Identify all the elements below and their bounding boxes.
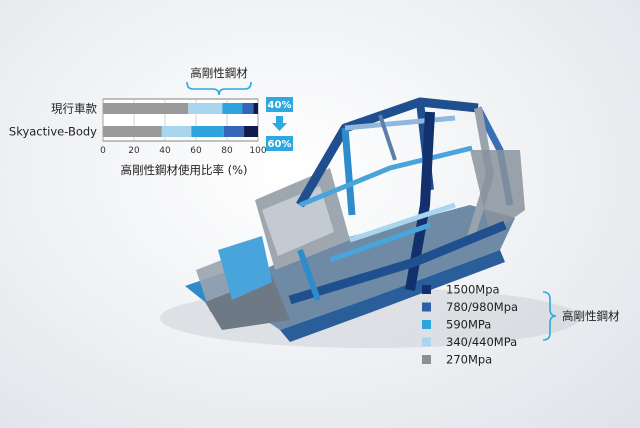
bar-segment [253, 103, 258, 114]
down-arrow-icon [272, 116, 287, 131]
chart-title: 高剛性鋼材 [190, 66, 248, 80]
legend-swatch [422, 285, 431, 294]
bar-segment [222, 103, 243, 114]
legend-swatch [422, 355, 431, 364]
legend-label: 590MPa [446, 318, 491, 332]
legend-label: 340/440MPa [446, 335, 517, 349]
tick-label: 40 [159, 146, 171, 156]
steel-usage-chart: 高剛性鋼材 現行車款 Skyactive-Body 0 20 40 60 80 100 高剛… [9, 66, 293, 177]
legend: 1500Mpa780/980Mpa590MPa340/440MPa270Mpa … [422, 283, 620, 367]
legend-label: 1500Mpa [446, 283, 500, 297]
tick-label: 60 [190, 146, 202, 156]
legend-brace [542, 291, 557, 341]
bar-segment [161, 126, 192, 137]
legend-items: 1500Mpa 780/980Mpa 590MPa 340/440MPa 270Mpa [422, 283, 518, 367]
tick-labels: 0 20 40 60 80 100 [100, 146, 267, 156]
car-body-frame-illustration [160, 97, 580, 348]
legend-swatch [422, 337, 431, 347]
bar-segment [242, 103, 254, 114]
legend-swatch [422, 320, 431, 329]
bar-segment [103, 126, 162, 137]
x-axis-label: 高剛性鋼材使用比率 (%) [120, 163, 247, 177]
row-label: 現行車款 [51, 102, 97, 116]
bar-segment [244, 126, 258, 137]
row-labels: 現行車款 Skyactive-Body [9, 102, 98, 139]
bar-segment [103, 103, 189, 114]
tick-label: 0 [100, 146, 106, 156]
tick-label: 20 [128, 146, 140, 156]
after-callout-text: 60% [268, 139, 292, 150]
before-callout-box [266, 97, 293, 112]
legend-group-label: 高剛性鋼材 [562, 309, 620, 323]
bar-segment [223, 126, 245, 137]
before-callout-text: 40% [268, 100, 292, 111]
row-label: Skyactive-Body [9, 125, 97, 139]
legend-label: 270Mpa [446, 353, 492, 367]
legend-label: 780/980Mpa [446, 300, 518, 314]
title-brace [186, 81, 252, 96]
tick-label: 80 [221, 146, 233, 156]
after-callout-box [266, 136, 293, 151]
bars [103, 103, 258, 137]
tick-label: 100 [249, 146, 266, 156]
ratio-callouts: 40% 60% [266, 97, 293, 151]
bar-segment [191, 126, 224, 137]
legend-swatch [422, 302, 431, 312]
bar-segment [188, 103, 223, 114]
